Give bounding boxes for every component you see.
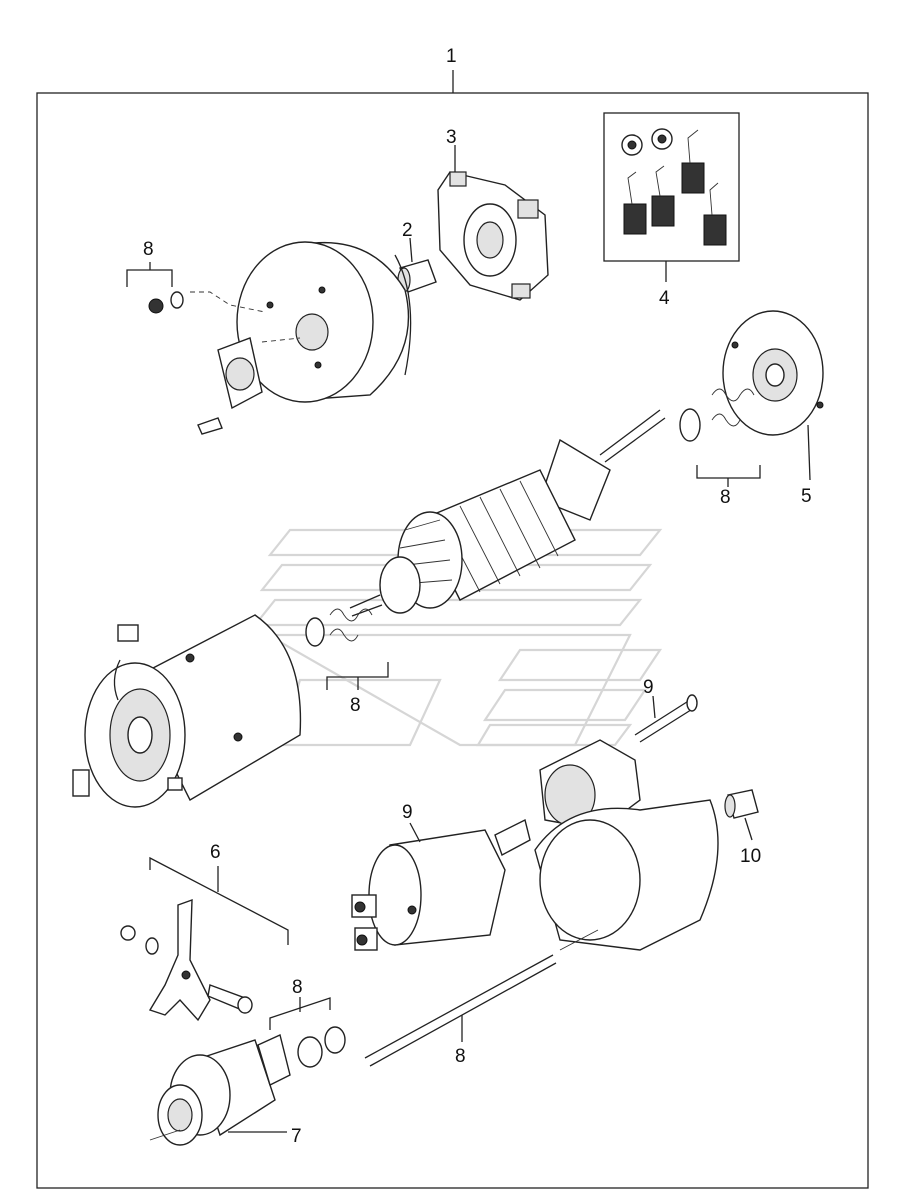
callout-solenoid: 9: [402, 802, 413, 823]
commutator-end-frame: [236, 241, 412, 403]
brush-holder-plate: 3: [437, 127, 549, 301]
callout-hardware-yoke: 8: [350, 695, 361, 716]
callout-assembly: 1: [446, 46, 457, 67]
carbon-brush: [623, 203, 647, 235]
hardware-armature: 8: [679, 388, 761, 508]
rear-cap: [197, 337, 301, 435]
carbon-brush: [703, 214, 727, 246]
callout-front-bushing: 10: [740, 846, 761, 867]
rear-bushing: 2: [397, 220, 437, 293]
hardware-rear: 8: [126, 239, 266, 314]
callout-drive-lever: 6: [210, 842, 221, 863]
callout-pinion-drive: 7: [291, 1126, 302, 1147]
armature: [349, 409, 666, 617]
hardware-lever: 8: [269, 977, 346, 1068]
callout-hardware-lever: 8: [292, 977, 303, 998]
callout-end-cover: 5: [801, 486, 812, 507]
brush-kit: 4: [603, 112, 740, 309]
callout-hardware-armature: 8: [720, 487, 731, 508]
callout-brush-kit: 4: [659, 288, 670, 309]
callout-rear-bushing: 2: [402, 220, 413, 241]
pinion-drive: 7: [149, 1034, 302, 1147]
hardware-yoke: 8: [305, 608, 389, 716]
drive-housing: [534, 739, 719, 951]
solenoid: 9: [351, 802, 531, 951]
field-frame-yoke: [72, 614, 302, 808]
drive-end-cover: 5: [722, 310, 824, 507]
drive-lever: 6: [120, 842, 289, 1022]
through-bolt: 8: [364, 954, 557, 1067]
callout-brush-holder: 3: [446, 127, 457, 148]
front-bushing: 10: [724, 789, 761, 867]
callout-through-bolt: 8: [455, 1046, 466, 1067]
callout-hardware-rear: 8: [143, 239, 154, 260]
callout-solenoid-bolt: 9: [643, 677, 654, 698]
carbon-brush: [651, 195, 675, 227]
carbon-brush: [681, 162, 705, 194]
solenoid-bolt: 9: [634, 677, 698, 743]
